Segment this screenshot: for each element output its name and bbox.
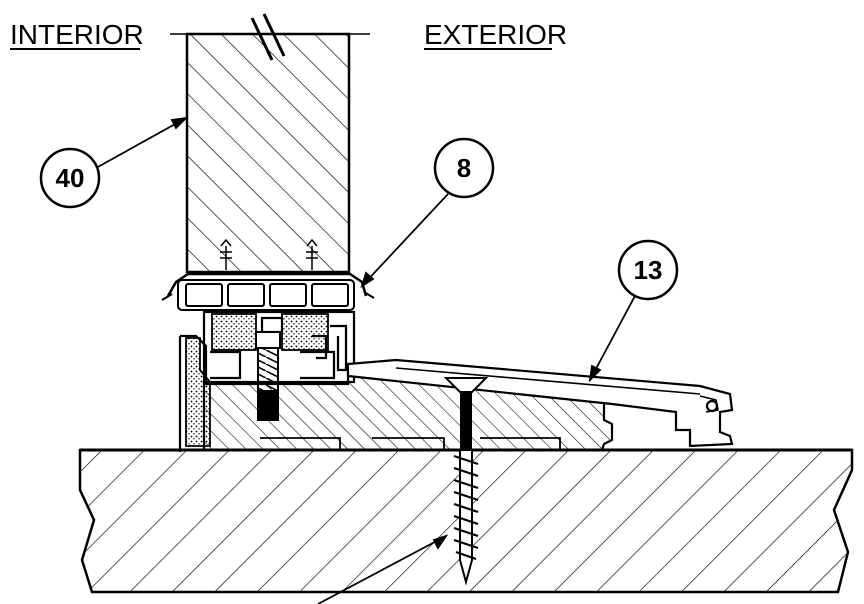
interior-label: INTERIOR (10, 19, 144, 50)
exterior-text: EXTERIOR (424, 19, 567, 50)
callout-40: 40 (39, 147, 101, 209)
exterior-label: EXTERIOR (424, 19, 567, 50)
callout-13-number: 13 (634, 255, 663, 285)
callout-40-number: 40 (56, 163, 85, 193)
break-line-icon (250, 13, 286, 61)
panel-clip-icon (220, 238, 318, 270)
gasket-seal (161, 272, 375, 311)
door-panel (170, 13, 370, 274)
callout-8: 8 (433, 137, 495, 199)
callout-13: 13 (617, 239, 679, 301)
interior-text: INTERIOR (10, 19, 144, 50)
anchor-bolt (255, 331, 281, 421)
callout-8-number: 8 (457, 153, 471, 183)
fixing-screw (443, 377, 489, 586)
threshold-cover (346, 358, 734, 448)
leader-lines (95, 116, 637, 604)
